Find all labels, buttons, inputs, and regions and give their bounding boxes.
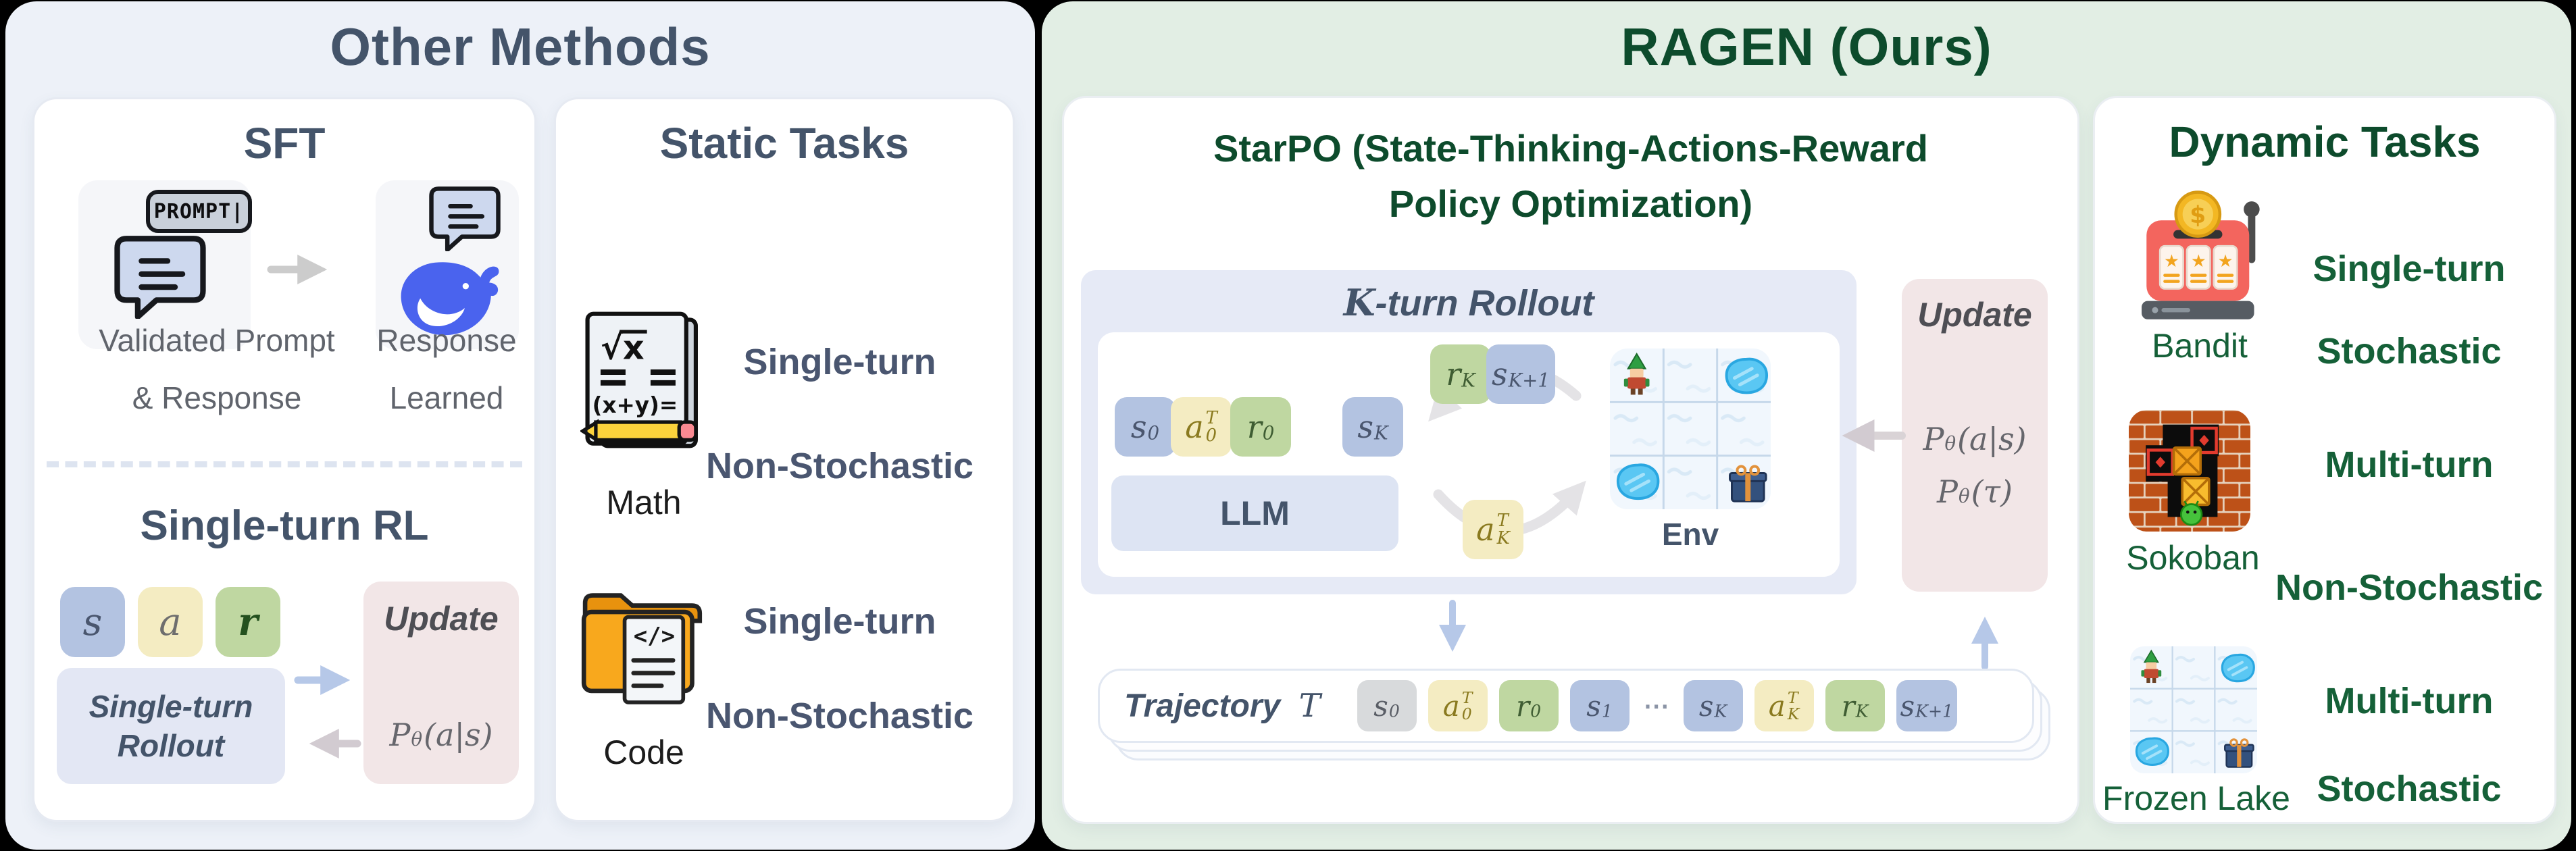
trajectory-to-update-arrow-icon [1971,617,1998,670]
sft-rl-card: SFT PROMPT| Validated Prompt & Response … [32,97,536,822]
response-learned-chip [376,180,519,349]
code-icon: </> [581,593,703,704]
chat-bubble-icon [113,233,207,319]
rl-forward-arrow-icon [294,665,351,695]
sokoban-label: Sokoban [2126,539,2260,577]
dynamic-tasks-title: Dynamic Tasks [2169,118,2481,166]
ragen-panel: RAGEN (Ours) StarPO (State-Thinking-Acti… [1042,1,2571,850]
rollout-to-trajectory-arrow-icon [1439,600,1466,652]
token-s: s [60,587,125,657]
caption-and-response: & Response [132,380,302,415]
sft-arrow-icon [267,255,328,284]
other-methods-panel: Other Methods SFT PROMPT| Validated Prom… [5,1,1035,850]
llm-box: LLM [1111,475,1398,551]
prompt-response-chip: PROMPT| [78,180,252,349]
trajectory-label: Trajectory T [1124,687,1321,725]
env-label: Env [1661,517,1719,552]
single-turn-rl-title: Single-turn RL [140,502,429,549]
token-r: r [216,587,280,657]
static-tasks-card: Static Tasks √x (x+y)= Math Single-turn … [554,97,1015,822]
svg-text:★: ★ [2218,252,2233,271]
caption-validated-prompt: Validated Prompt [99,323,335,358]
math-label: Math [606,484,682,521]
frozen-lake-icon [2130,646,2257,773]
static-tasks-title: Static Tasks [659,119,909,167]
bandit-slot-machine-icon: $ ★ ★ ★ [2142,190,2260,319]
token-a: a [138,587,203,657]
rl-update-formula: Pθ(a|s) [389,717,493,753]
other-methods-title: Other Methods [330,17,711,76]
rl-feedback-arrow-icon [309,729,361,758]
update-to-env-arrow-icon [1842,419,1906,452]
math-icon: √x (x+y)= [580,311,698,448]
svg-text:</>: </> [634,623,675,650]
update-formula-1: Pθ(a|s) [1923,421,2027,457]
chat-bubble-icon [428,184,501,252]
starpo-card: StarPO (State-Thinking-Actions-Reward Po… [1062,96,2079,824]
single-turn-rollout-box: Single-turn Rollout [57,668,285,784]
caption-learned: Learned [389,380,504,415]
caption-response: Response [376,323,517,358]
svg-text:$: $ [2190,202,2206,229]
prompt-badge: PROMPT| [146,190,252,233]
svg-text:√x: √x [601,328,645,367]
svg-text:★: ★ [2164,252,2179,271]
starpo-title-line1: StarPO (State-Thinking-Actions-Reward [1213,127,1928,170]
k-turn-rollout-title: K-turn Rollout [1343,281,1594,324]
sft-rl-divider [47,461,522,467]
sokoban-icon [2129,410,2250,532]
svg-text:(x+y)=: (x+y)= [592,392,678,418]
bandit-label: Bandit [2152,327,2248,365]
svg-text:★: ★ [2191,252,2206,271]
code-label: Code [603,733,684,771]
ragen-update-box: Update Pθ(a|s) Pθ(τ) [1902,279,2048,592]
trajectory-token: ⋯ [1643,692,1669,721]
env-frozen-lake-icon [1610,349,1771,509]
sft-title: SFT [243,119,326,167]
starpo-title-line2: Policy Optimization) [1388,182,1753,225]
dynamic-tasks-card: Dynamic Tasks $ ★ ★ ★ [2093,96,2556,824]
rl-update-box: Update Pθ(a|s) [363,582,519,784]
frozen-lake-label: Frozen Lake [2102,779,2290,817]
ragen-title: RAGEN (Ours) [1621,17,1992,76]
update-formula-2: Pθ(τ) [1937,473,2013,510]
